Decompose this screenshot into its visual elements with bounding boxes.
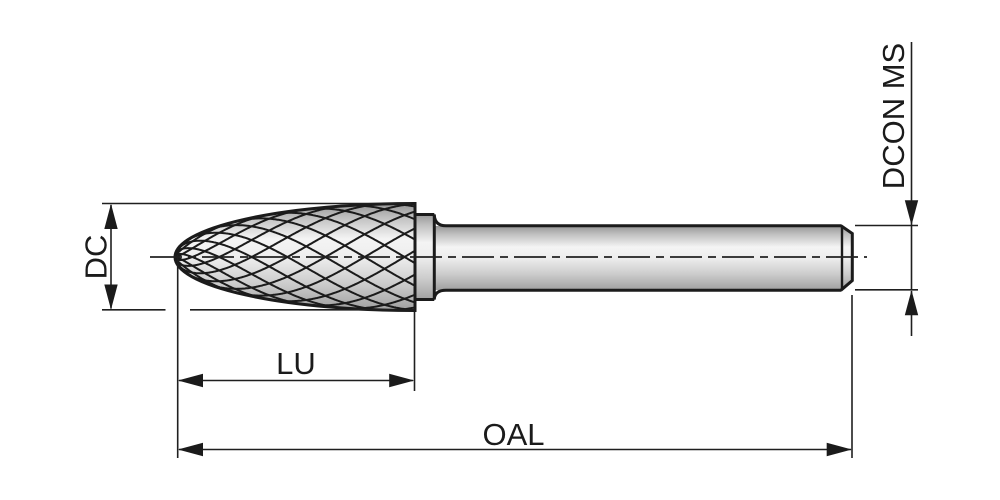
svg-text:LU: LU [276,346,316,381]
svg-text:DC: DC [79,235,114,280]
svg-text:OAL: OAL [482,417,544,452]
svg-text:DCON MS: DCON MS [876,43,911,189]
